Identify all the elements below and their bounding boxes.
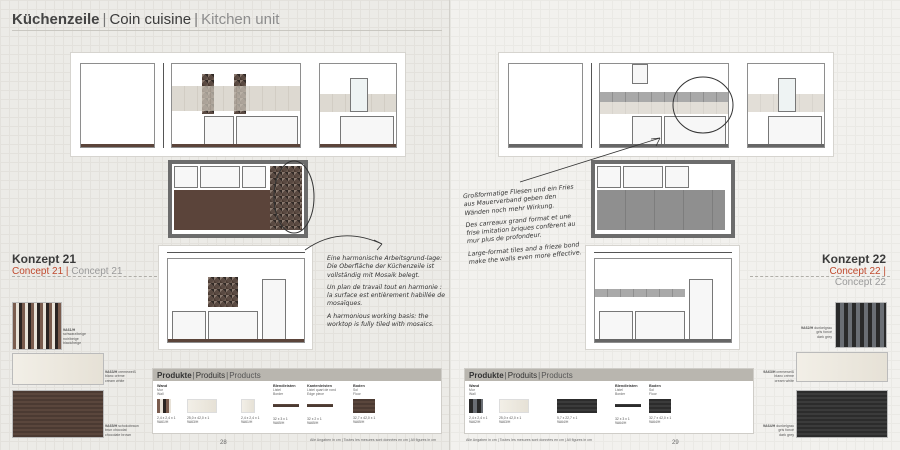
book-gutter [449,0,451,450]
handwritten-note: Großformatige Fliesen und ein Fries aus … [462,183,582,267]
title-fr: Coin cuisine [109,11,192,28]
elevation-main-wall [171,63,301,148]
window [350,78,368,112]
elevation-left-wall [508,63,583,148]
worktop-tiles [597,190,725,230]
page-number: 29 [672,440,679,446]
page-number: 28 [220,440,227,446]
footer-note: Alle Angaben in cm | Toutes les mesures … [310,438,437,442]
right-page: Großformatige Fliesen und ein Fries aus … [450,0,900,450]
divider [12,276,157,277]
swatch-charcoal [796,390,888,438]
wall-tiles [600,102,728,114]
mosaic-panel [208,277,238,307]
handwritten-note: Eine harmonische Arbeitsgrund-lage: Die … [327,255,446,329]
worktop-mosaic [174,190,270,230]
door [262,279,286,341]
floor-plan [168,160,308,238]
sink [242,166,266,188]
floor-plan-panel [585,157,745,245]
oven-cabinet [632,116,662,146]
elevation-right-wall [747,63,825,148]
arrow [304,235,383,251]
footer-note: Alle Angaben in cm | Toutes les mesures … [466,438,593,442]
floor-plan [591,160,735,238]
elevation-bottom-panel [158,245,313,350]
concept-heading: Konzept 21 Concept 21 | Concept 21 [12,252,123,277]
brick-frieze [595,289,685,297]
swatch-brown [12,390,104,438]
floor-plan-panel [158,157,318,245]
elevation-panel [70,52,406,157]
elevation-bottom-panel [585,245,740,350]
header-rule [12,30,442,31]
products-header: Produkte|Produits|Products [465,369,753,381]
title-en: Kitchen unit [201,11,280,28]
highlight-circle [273,160,315,234]
hob [174,166,198,188]
divider [750,276,890,277]
door [689,279,713,341]
products-header: Produkte|Produits|Products [153,369,441,381]
hob [597,166,621,188]
title-de: Küchenzeile [12,11,100,28]
window [778,78,796,112]
concept-heading: Konzept 22 Concept 22 | Concept 22 [821,252,886,288]
swatch-mosaic [12,302,62,350]
left-page: Küchenzeile|Coin cuisine|Kitchen unit [0,0,450,450]
oven-cabinet [204,116,234,146]
highlight-circle [672,76,734,134]
swatch-mosaic [835,302,887,348]
swatch-cream [796,352,888,382]
arrow [519,137,661,183]
page-title: Küchenzeile|Coin cuisine|Kitchen unit [12,11,280,28]
swatch-cream [12,353,104,385]
elevation-right-wall [319,63,397,148]
elevation-panel [498,52,834,157]
brick-frieze [600,92,728,102]
sink [665,166,689,188]
elevation-left-wall [80,63,155,148]
wall-tiles [172,86,300,111]
